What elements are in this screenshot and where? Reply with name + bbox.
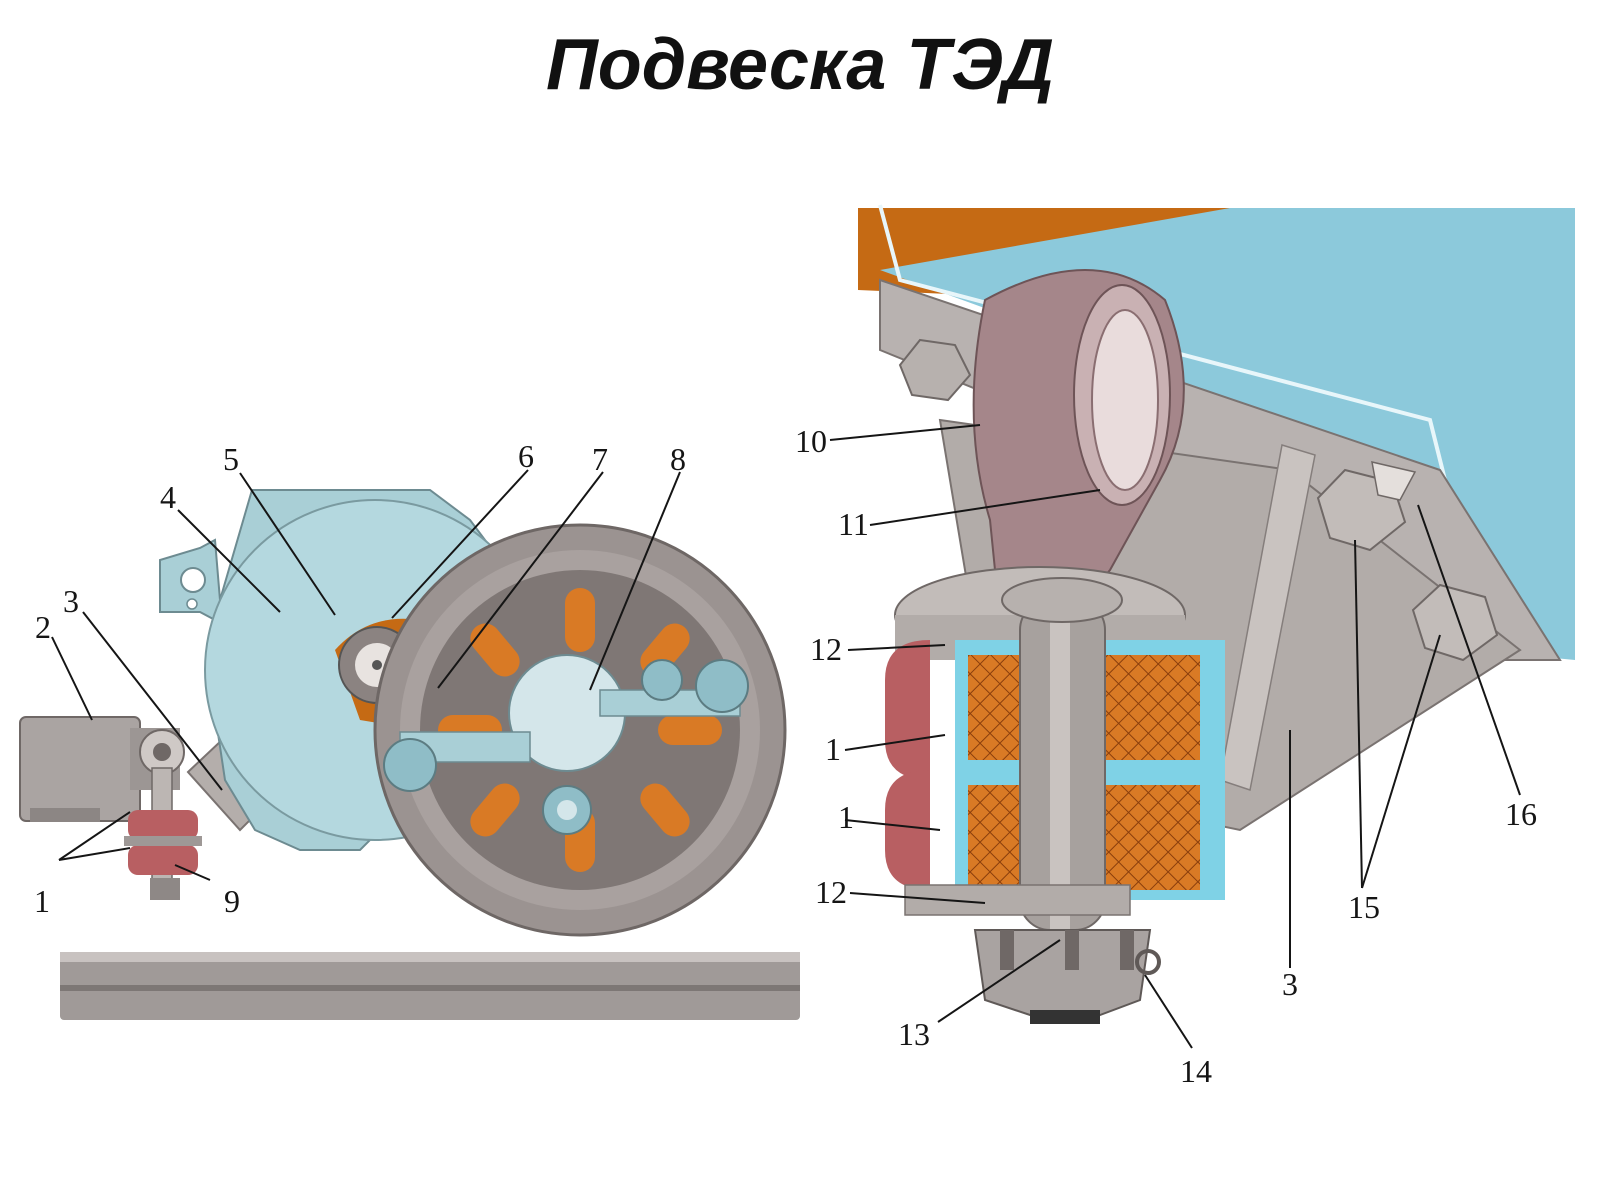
callout-label-8: 8 xyxy=(670,441,686,477)
wheel xyxy=(373,523,787,937)
callout-label-9: 9 xyxy=(224,883,240,919)
callout-label-1-lower: 1 xyxy=(838,799,854,835)
rail xyxy=(60,952,800,1020)
callout-label-7: 7 xyxy=(592,441,608,477)
left-leaders xyxy=(51,469,681,881)
callout-label-12-top: 12 xyxy=(810,631,842,667)
eye-link xyxy=(972,269,1185,632)
callout-label-1: 1 xyxy=(34,883,50,919)
callout-label-11: 11 xyxy=(838,506,869,542)
callout-label-2: 2 xyxy=(35,609,51,645)
callout-label-14: 14 xyxy=(1180,1053,1212,1089)
rubber-washer-stack xyxy=(885,566,1225,931)
callout-label-15: 15 xyxy=(1348,889,1380,925)
bolts-15 xyxy=(1316,461,1499,662)
page-title: Подвеска ТЭД xyxy=(545,25,1054,105)
right-assembly: 10 11 12 1 1 12 13 14 3 15 16 xyxy=(795,204,1575,1089)
left-assembly: 1 2 3 4 5 6 7 8 9 xyxy=(19,438,800,1020)
callout-label-10: 10 xyxy=(795,423,827,459)
bogie-frame-bracket xyxy=(19,716,185,822)
nut-top-left xyxy=(898,338,972,402)
callout-label-3-right: 3 xyxy=(1282,966,1298,1002)
bracket-rib xyxy=(1219,444,1316,791)
callout-label-1-upper: 1 xyxy=(825,731,841,767)
callout-label-5: 5 xyxy=(223,441,239,477)
callout-label-6: 6 xyxy=(518,438,534,474)
callout-label-12-bottom: 12 xyxy=(815,874,847,910)
callout-label-4: 4 xyxy=(160,479,176,515)
callout-label-16: 16 xyxy=(1505,796,1537,832)
right-leaders xyxy=(829,424,1521,1049)
castle-nut xyxy=(973,929,1161,1024)
callout-label-13: 13 xyxy=(898,1016,930,1052)
callout-label-3: 3 xyxy=(63,583,79,619)
